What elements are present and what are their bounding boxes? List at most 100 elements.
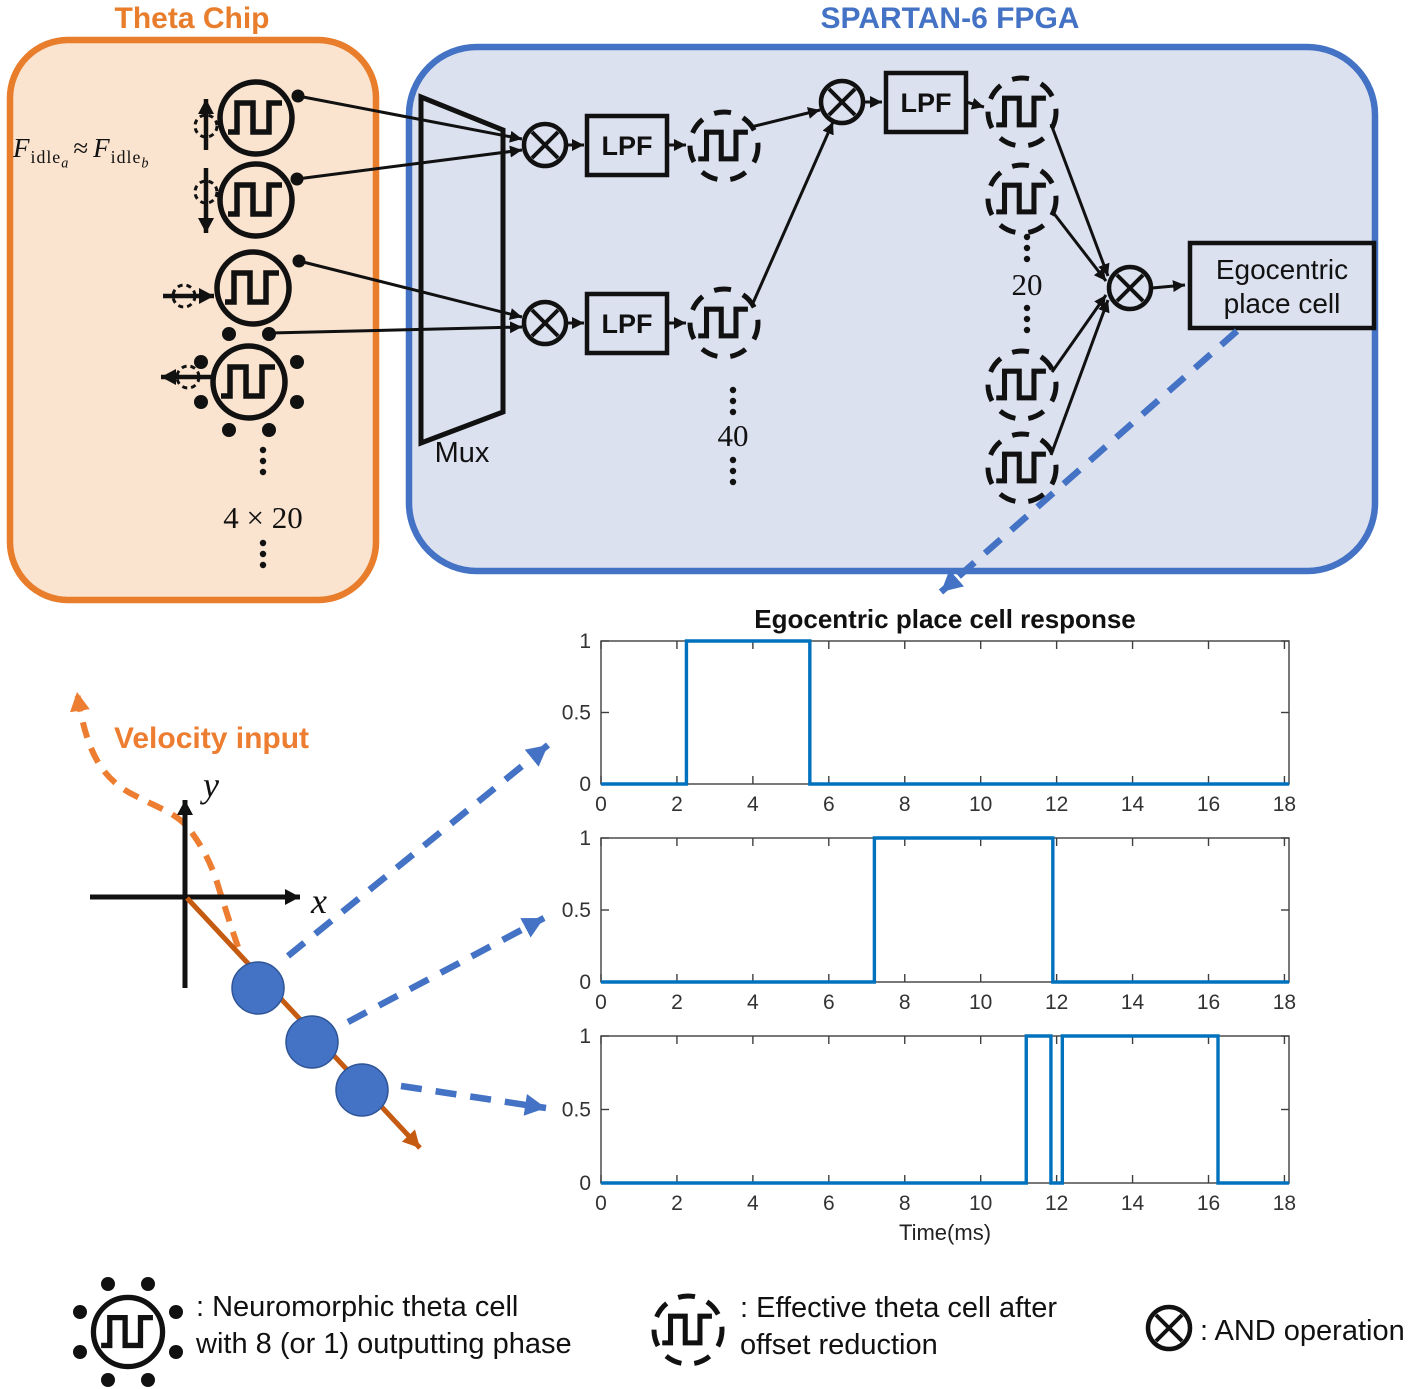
x-tick-label: 18 (1273, 793, 1296, 816)
charts-xlabel: Time(ms) (899, 1220, 991, 1245)
wire (751, 121, 835, 304)
stage1-count: 40 (718, 418, 749, 453)
x-tick-label: 16 (1197, 1192, 1220, 1215)
place-field-dot-1 (231, 961, 285, 1015)
mux-icon (418, 93, 506, 447)
wire (269, 321, 523, 335)
y-tick-label: 0 (579, 773, 591, 796)
ellipsis (259, 539, 267, 569)
ellipsis (1023, 233, 1031, 263)
x-tick-label: 8 (899, 793, 911, 816)
x-tick-label: 12 (1045, 1192, 1068, 1215)
place-field-dot-3 (335, 1063, 389, 1117)
x-tick-label: 12 (1045, 793, 1068, 816)
egocentric-place-cell-label-line1: Egocentric (1216, 254, 1348, 285)
wire (1049, 299, 1110, 456)
x-tick-label: 4 (747, 793, 759, 816)
stage2-count: 20 (1012, 267, 1043, 302)
x-tick-label: 6 (823, 793, 835, 816)
x-tick-label: 8 (899, 991, 911, 1014)
output-to-plot-dashed-arrow (938, 328, 1240, 595)
legend-text: offset reduction (740, 1329, 938, 1361)
waveform (601, 1034, 1289, 1185)
axes-box (600, 640, 1290, 785)
wire (1049, 123, 1110, 277)
and-operation-icon (524, 302, 566, 344)
cell-array-count: 4 × 20 (223, 500, 302, 535)
x-tick-label: 14 (1121, 1192, 1145, 1215)
y-tick-label: 0 (579, 1172, 591, 1195)
theta-chip-box (6, 36, 380, 604)
y-tick-label: 1 (579, 1025, 591, 1048)
y-tick-label: 0.5 (562, 702, 591, 725)
x-tick-label: 18 (1273, 991, 1296, 1014)
fpga-block: SPARTAN-6 FPGA Mux LPF LPF 40 LPF (269, 2, 1379, 575)
charts-title: Egocentric place cell response (754, 604, 1136, 634)
x-tick-label: 2 (671, 1192, 683, 1215)
figure-legend: : Neuromorphic theta cell with 8 (or 1) … (73, 1277, 1405, 1387)
right-direction-arrow-icon (163, 283, 214, 309)
wire (298, 259, 523, 320)
x-tick-label: 2 (671, 793, 683, 816)
x-tick-label: 14 (1121, 793, 1145, 816)
egocentric-place-cell-box (1187, 240, 1377, 331)
x-tick-label: 4 (747, 991, 759, 1014)
ellipsis (259, 446, 267, 476)
egocentric-place-cell-label-line2: place cell (1224, 288, 1341, 319)
x-tick-label: 0 (595, 991, 607, 1014)
dot3-to-plot3-dashed-arrow (400, 1082, 547, 1116)
left-direction-arrow-icon (161, 364, 214, 390)
wire (297, 94, 523, 143)
y-tick-label: 1 (579, 630, 591, 653)
y-tick-label: 0.5 (562, 1099, 591, 1122)
wire (750, 107, 821, 129)
axes-box (600, 837, 1290, 983)
and-operation-icon (524, 124, 566, 166)
x-tick-label: 2 (671, 991, 683, 1014)
x-tick-label: 18 (1273, 1192, 1296, 1215)
waveform (601, 639, 1289, 786)
wire (296, 145, 523, 181)
wire (965, 98, 985, 110)
and-operation-icon (1109, 267, 1151, 309)
x-tick-label: 16 (1197, 793, 1220, 816)
lpf3-label: LPF (901, 88, 952, 118)
x-tick-label: 10 (969, 793, 992, 816)
legend-text: : Effective theta cell after (740, 1292, 1057, 1324)
fpga-title: SPARTAN-6 FPGA (821, 2, 1080, 35)
x-tick-label: 10 (969, 1192, 992, 1215)
dot2-to-plot2-dashed-arrow (346, 915, 546, 1025)
x-axis-label: x (310, 881, 327, 921)
x-tick-label: 12 (1045, 991, 1068, 1014)
y-tick-label: 0.5 (562, 899, 591, 922)
x-tick-label: 6 (823, 1192, 835, 1215)
up-direction-arrow-icon (193, 99, 219, 150)
lpf2-label: LPF (602, 309, 653, 339)
and-operation-icon (821, 81, 863, 123)
neuromorphic-theta-cell-icon (73, 1277, 183, 1387)
y-axis-label: y (200, 765, 219, 805)
x-tick-label: 10 (969, 991, 992, 1014)
y-tick-label: 1 (579, 827, 591, 850)
dot1-to-plot1-dashed-arrow (285, 742, 551, 959)
theta-chip-block: Theta Chip 4 × 20 (6, 2, 380, 604)
x-tick-label: 6 (823, 991, 835, 1014)
ellipsis (729, 456, 737, 486)
legend-text: with 8 (or 1) outputting phase (195, 1328, 572, 1360)
wire (1050, 210, 1108, 282)
velocity-input-diagram: Velocity input y x (70, 691, 551, 1150)
x-tick-label: 8 (899, 1192, 911, 1215)
x-tick-label: 16 (1197, 991, 1220, 1014)
place-field-dot-2 (285, 1015, 339, 1069)
idle-frequency-formula: Fidlea≈Fidleb (13, 133, 150, 172)
legend-text: : Neuromorphic theta cell (196, 1291, 518, 1323)
and-operation-icon (1145, 1304, 1193, 1352)
legend-text: : AND operation (1200, 1315, 1405, 1347)
wire (1151, 280, 1186, 293)
axes-box (600, 1035, 1290, 1184)
theta-chip-title: Theta Chip (115, 2, 270, 35)
